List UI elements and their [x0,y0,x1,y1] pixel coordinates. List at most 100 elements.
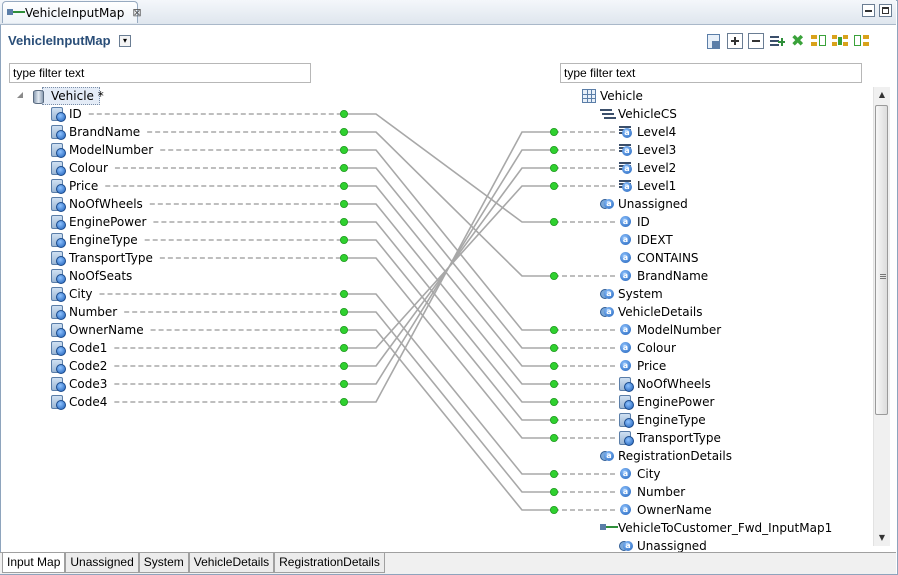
source-connector-dot[interactable] [339,235,348,244]
expand-all-icon[interactable] [727,33,743,49]
target-item-registrationdetails[interactable]: RegistrationDetails [600,447,732,465]
target-item-enginepower[interactable]: EnginePower [619,393,714,411]
target-item-number[interactable]: Number [619,483,685,501]
target-item-id[interactable]: ID [619,213,650,231]
bottom-tab-input-map[interactable]: Input Map [2,553,66,573]
source-connector-dot[interactable] [339,199,348,208]
source-item-price[interactable]: Price [51,177,98,195]
bottom-tab-vehicledetails[interactable]: VehicleDetails [188,553,275,573]
target-item-brandname[interactable]: BrandName [619,267,708,285]
target-item-level4[interactable]: Level4 [619,123,676,141]
target-item-unassigned[interactable]: Unassigned [619,537,707,555]
target-item-colour[interactable]: Colour [619,339,676,357]
source-item-city[interactable]: City [51,285,93,303]
source-item-code3[interactable]: Code3 [51,375,107,393]
target-item-vehicletocustomer-fwd-inputmap1[interactable]: VehicleToCustomer_Fwd_InputMap1 [600,519,832,537]
target-connector-dot[interactable] [550,163,559,172]
target-item-level3[interactable]: Level3 [619,141,676,159]
source-item-modelnumber[interactable]: ModelNumber [51,141,153,159]
target-item-vehiclecs[interactable]: VehicleCS [600,105,677,123]
editor-tab-vehicle-input-map[interactable]: VehicleInputMap ⊠ [2,1,142,23]
source-item-number[interactable]: Number [51,303,117,321]
vertical-scrollbar[interactable]: ▲ ▼ [873,87,890,546]
bottom-tab-unassigned[interactable]: Unassigned [65,553,139,573]
scroll-up-icon[interactable]: ▲ [878,90,886,99]
target-item-city[interactable]: City [619,465,661,483]
bottom-tab-system[interactable]: System [138,553,189,573]
target-item-contains[interactable]: CONTAINS [619,249,699,267]
target-filter-input[interactable]: type filter text [560,63,862,83]
source-filter-input[interactable]: type filter text [9,63,311,83]
source-connector-dot[interactable] [339,289,348,298]
source-connector-dot[interactable] [339,181,348,190]
close-icon[interactable]: ⊠ [132,6,142,19]
source-item-code2[interactable]: Code2 [51,357,107,375]
scrollbar-thumb[interactable] [875,105,888,415]
target-item-modelnumber[interactable]: ModelNumber [619,321,721,339]
source-item-noofwheels[interactable]: NoOfWheels [51,195,143,213]
target-connector-dot[interactable] [550,397,559,406]
target-item-system[interactable]: System [600,285,663,303]
target-item-vehicledetails[interactable]: VehicleDetails [600,303,703,321]
target-connector-dot[interactable] [550,487,559,496]
target-item-idext[interactable]: IDEXT [619,231,673,249]
target-connector-dot[interactable] [550,379,559,388]
source-item-enginepower[interactable]: EnginePower [51,213,146,231]
layout-center-icon[interactable] [832,33,848,49]
target-connector-dot[interactable] [550,145,559,154]
source-item-ownername[interactable]: OwnerName [51,321,144,339]
target-connector-dot[interactable] [550,271,559,280]
layout-left-icon[interactable] [811,33,827,49]
add-mapping-icon[interactable] [769,33,785,49]
source-connector-dot[interactable] [339,343,348,352]
source-connector-dot[interactable] [339,127,348,136]
target-connector-dot[interactable] [550,433,559,442]
view-menu-button[interactable]: ▾ [119,35,131,47]
target-item-level2[interactable]: Level2 [619,159,676,177]
source-item-code4[interactable]: Code4 [51,393,107,411]
source-connector-dot[interactable] [339,145,348,154]
source-connector-dot[interactable] [339,307,348,316]
target-item-enginetype[interactable]: EngineType [619,411,706,429]
delete-icon[interactable]: ✖ [791,31,805,50]
target-connector-dot[interactable] [550,127,559,136]
source-item-id[interactable]: ID [51,105,82,123]
collapse-all-icon[interactable] [748,33,764,49]
source-item-transporttype[interactable]: TransportType [51,249,153,267]
source-item-brandname[interactable]: BrandName [51,123,140,141]
minimize-button[interactable] [862,4,875,17]
target-connector-dot[interactable] [550,325,559,334]
source-item-code1[interactable]: Code1 [51,339,107,357]
target-item-level1[interactable]: Level1 [619,177,676,195]
scroll-down-icon[interactable]: ▼ [878,533,886,542]
target-item-transporttype[interactable]: TransportType [619,429,721,447]
source-connector-dot[interactable] [339,397,348,406]
target-item-unassigned[interactable]: Unassigned [600,195,688,213]
target-item-ownername[interactable]: OwnerName [619,501,712,519]
source-connector-dot[interactable] [339,163,348,172]
map-settings-icon[interactable] [706,33,722,49]
target-connector-dot[interactable] [550,415,559,424]
bottom-tab-registrationdetails[interactable]: RegistrationDetails [274,553,385,573]
source-connector-dot[interactable] [339,253,348,262]
source-root[interactable]: Vehicle * [31,87,104,105]
target-connector-dot[interactable] [550,343,559,352]
target-connector-dot[interactable] [550,181,559,190]
source-item-noofseats[interactable]: NoOfSeats [51,267,132,285]
target-item-noofwheels[interactable]: NoOfWheels [619,375,711,393]
collapse-arrow-icon[interactable] [17,92,23,98]
maximize-button[interactable] [879,4,892,17]
target-item-price[interactable]: Price [619,357,666,375]
target-connector-dot[interactable] [550,217,559,226]
source-item-colour[interactable]: Colour [51,159,108,177]
target-connector-dot[interactable] [550,469,559,478]
source-item-enginetype[interactable]: EngineType [51,231,138,249]
target-root[interactable]: Vehicle [582,87,643,105]
source-connector-dot[interactable] [339,325,348,334]
layout-right-icon[interactable] [853,33,869,49]
target-connector-dot[interactable] [550,505,559,514]
source-connector-dot[interactable] [339,217,348,226]
source-connector-dot[interactable] [339,361,348,370]
source-connector-dot[interactable] [339,379,348,388]
target-connector-dot[interactable] [550,361,559,370]
